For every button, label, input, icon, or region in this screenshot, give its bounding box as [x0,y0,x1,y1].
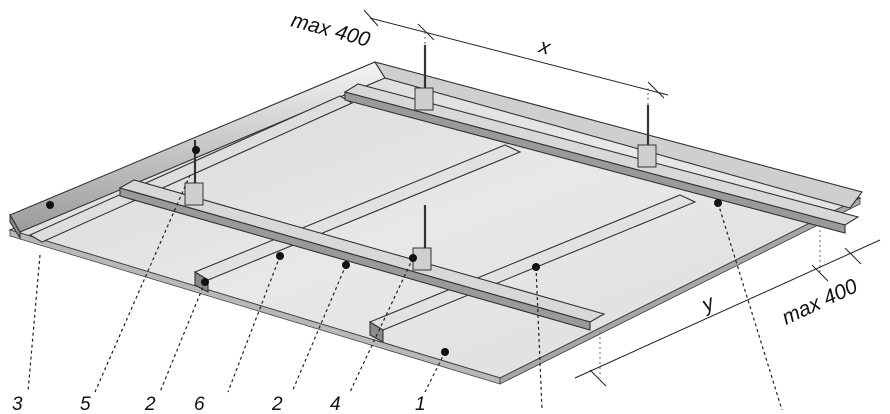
callout-labels: 3 5 2 6 2 4 1 [12,394,426,414]
main-channels [28,95,697,343]
leader-lines [27,174,783,411]
dim-right-max: max 400 [778,275,861,330]
label-1: 1 [415,394,426,414]
hangers [184,45,657,271]
cross-channels [118,83,860,331]
label-6: 6 [194,394,205,414]
label-2-left: 2 [144,394,156,414]
dim-y: y [697,291,719,318]
dimension-lines [363,9,881,387]
label-3: 3 [12,394,23,414]
label-2-center: 2 [271,394,283,414]
dim-x: x [536,34,555,60]
dim-top-max: max 400 [289,9,373,52]
label-4: 4 [330,394,341,414]
label-5: 5 [80,394,91,414]
